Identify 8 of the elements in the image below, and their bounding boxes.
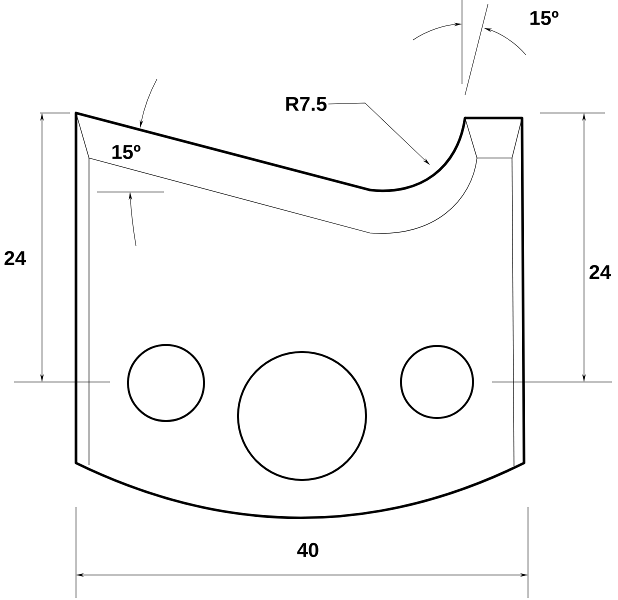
angle-label: 15º — [112, 144, 140, 160]
radius-arc — [368, 116, 466, 192]
leader-line — [328, 102, 430, 164]
radius-label: R7.5 — [286, 97, 327, 111]
angle-label: 15º — [530, 10, 558, 26]
dimension-label: 40 — [297, 542, 318, 558]
dimension-label: 24 — [4, 251, 26, 265]
dimension-label: 24 — [590, 265, 612, 279]
